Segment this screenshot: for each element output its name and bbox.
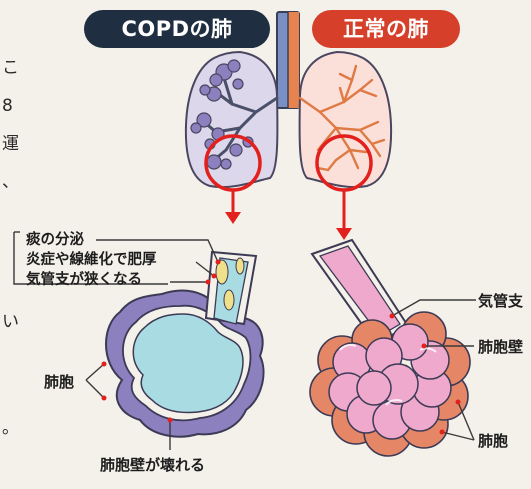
- leader-lines: [13, 231, 476, 450]
- label-normal-wall: 肺胞壁: [478, 338, 524, 356]
- callout-thickening: 炎症や線維化で肥厚: [26, 252, 157, 268]
- normal-lung: [298, 50, 393, 188]
- callout-mucus: 痰の分泌: [26, 232, 84, 248]
- label-normal-alveoli: 肺胞: [478, 432, 509, 450]
- leader-dots: [101, 259, 461, 435]
- body-text-fragment: い: [2, 312, 19, 332]
- body-text-fragment: こ: [2, 58, 19, 78]
- label-copd-alveoli: 肺胞: [44, 373, 75, 391]
- mucus: [215, 257, 245, 311]
- trachea: [276, 11, 300, 109]
- normal-alveoli-cluster: [309, 238, 471, 457]
- label-copd-wall-broken: 肺胞壁が壊れる: [100, 456, 206, 474]
- copd-lung-title: COPDの肺: [84, 10, 270, 48]
- label-normal-bronchus: 気管支: [478, 292, 524, 310]
- copd-alveolus-enlarged: [105, 250, 265, 438]
- normal-lung-title: 正常の肺: [312, 10, 460, 48]
- body-text-fragment: 。: [2, 418, 19, 438]
- copd-lung: [184, 50, 279, 188]
- zoom-arrows: [225, 190, 352, 240]
- body-text-fragment: 8: [2, 96, 13, 116]
- callout-narrowing: 気管支が狭くなる: [26, 272, 142, 288]
- body-text-fragment: 、: [2, 172, 19, 192]
- body-text-fragment: 運: [2, 134, 19, 154]
